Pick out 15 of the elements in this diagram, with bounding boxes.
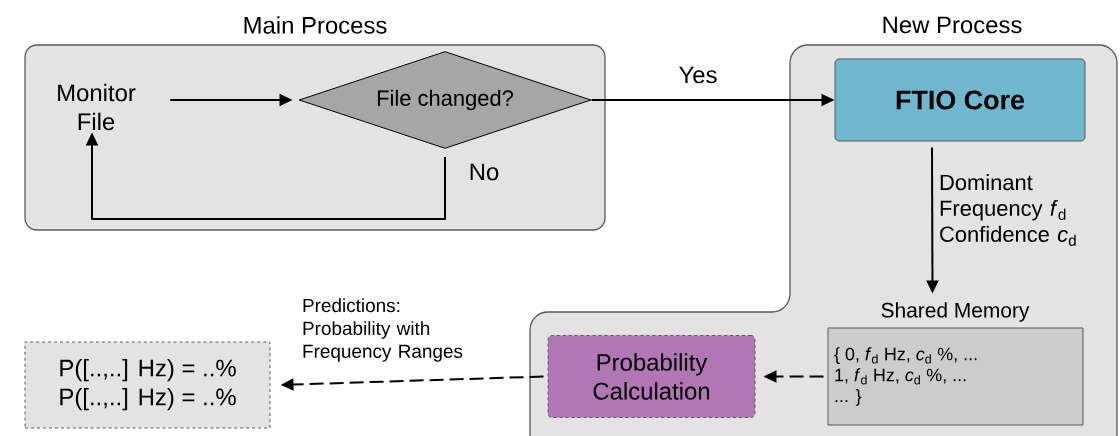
node-label: ... } <box>835 389 862 406</box>
edge-label: Dominant Frequency f$_{d}$ Confidence c$_{d}$ <box>940 174 1076 246</box>
node-label: New Process <box>883 16 1022 34</box>
edge-label: Yes <box>679 66 717 84</box>
process-label: Monitor File <box>58 83 136 131</box>
output-box: P([..,..] Hz) = ..% P([..,..] Hz) = ..% <box>24 341 271 429</box>
edge-label: Predictions: Probability with Frequency Ranges <box>303 298 463 362</box>
node-label: 1, f$_{d}$ Hz, c$_{d}$ %, ... <box>835 368 966 385</box>
process-box: FTIO Core <box>834 58 1086 142</box>
node-label: Main Process <box>244 16 387 34</box>
node-label: { 0, f$_{d}$ Hz, c$_{d}$ %, ... <box>834 347 977 364</box>
box-heading: Shared Memory <box>881 302 1030 322</box>
process-box: Probability Calculation <box>547 335 756 418</box>
edge-label: No <box>470 163 499 181</box>
memory-box: { 0, f$_{d}$ Hz, c$_{d}$ %, ... 1, f$_{d}$ Hz, c$_{d}$ %, ... ... } <box>827 327 1084 426</box>
